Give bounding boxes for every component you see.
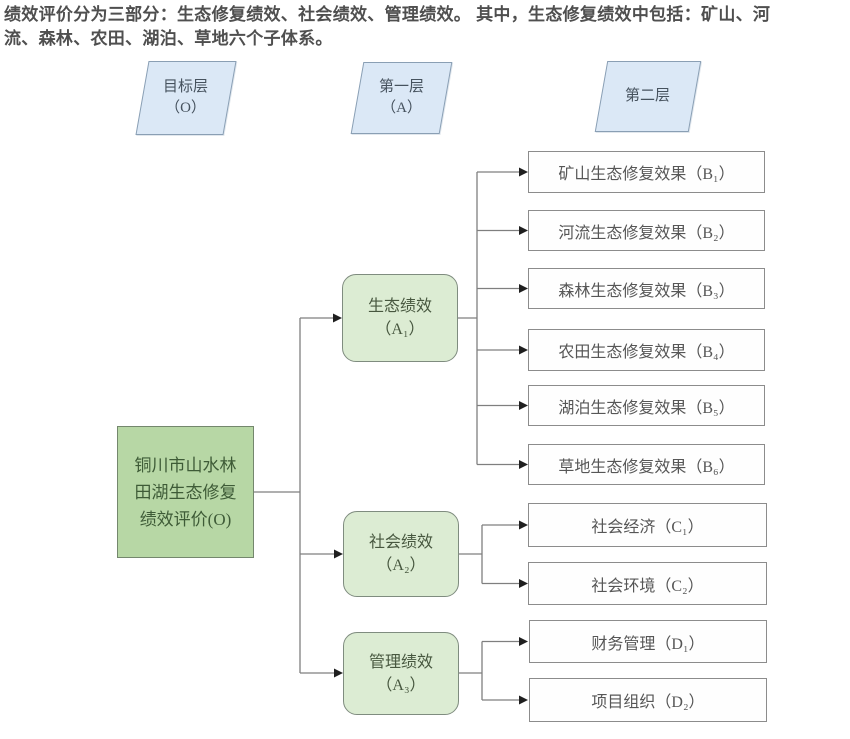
leaf-node-d1: 财务管理（D₁） [529, 620, 767, 663]
arrow-right-icon [334, 668, 343, 678]
connector-branch3-fan [459, 640, 520, 701]
layer-header-goal: 目标层 （O） [135, 61, 237, 135]
root-node: 铜川市山水林 田湖生态修复 绩效评价(O) [117, 426, 254, 558]
branch-node-a1: 生态绩效 （A₁） [342, 274, 458, 362]
arrow-right-icon [519, 579, 528, 588]
arrow-right-icon [519, 167, 528, 177]
layer-header-goal-label: 目标层 （O） [163, 79, 209, 116]
leaf-node-b3: 森林生态修复效果（B₃） [528, 268, 765, 309]
layer-header-second-label: 第二层 [625, 88, 671, 104]
arrow-right-icon [519, 460, 528, 469]
leaf-node-b4: 农田生态修复效果（B₄） [528, 329, 765, 371]
layer-header-first-label: 第一层 （A） [378, 79, 424, 116]
leaf-node-c2: 社会环境（C₂） [528, 562, 767, 605]
arrow-right-icon [519, 637, 528, 646]
diagram-caption: 绩效评价分为三部分：生态修复绩效、社会绩效、管理绩效。 其中，生态修复绩效中包括… [4, 5, 771, 48]
layer-header-first: 第一层 （A） [350, 62, 453, 134]
leaf-node-b2: 河流生态修复效果（B₂） [528, 210, 765, 251]
arrow-right-icon [519, 520, 528, 530]
leaf-node-d2: 项目组织（D₂） [529, 678, 767, 722]
arrow-right-icon [333, 313, 342, 323]
leaf-node-b5: 湖泊生态修复效果（B₅） [528, 385, 765, 426]
arrow-right-icon [519, 345, 528, 355]
arrow-right-icon [519, 695, 528, 705]
leaf-node-b6: 草地生态修复效果（B₆） [528, 444, 765, 485]
arrow-right-icon [519, 284, 528, 293]
branch-node-a3: 管理绩效 （A₃） [343, 632, 459, 715]
leaf-node-b1: 矿山生态修复效果（B₁） [528, 151, 765, 193]
connector-branch1-fan [458, 171, 520, 466]
leaf-node-c1: 社会经济（C₁） [528, 503, 767, 547]
branch-node-a2: 社会绩效 （A₂） [343, 511, 459, 597]
layer-header-second: 第二层 [594, 61, 702, 132]
arrow-right-icon [334, 549, 343, 559]
connector-root-trunk [254, 317, 335, 674]
arrow-right-icon [519, 401, 528, 410]
arrow-right-icon [519, 226, 528, 235]
connector-branch2-fan [459, 524, 520, 585]
